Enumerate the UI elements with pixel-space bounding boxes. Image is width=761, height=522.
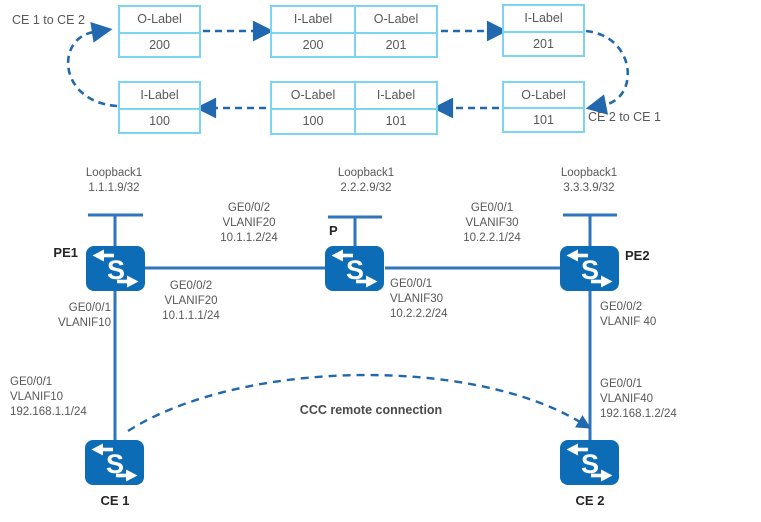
label-cell: O-Label (521, 87, 566, 102)
solid-links (88, 213, 617, 441)
label-cell: I-Label (524, 11, 563, 25)
label-cell: I-Label (140, 88, 179, 102)
loopback-label-pe1: Loopback1 1.1.1.9/32 (85, 167, 143, 194)
label-cell: I-Label (293, 12, 333, 26)
loopback-label-p: Loopback1 2.2.2.9/32 (337, 167, 395, 194)
label-box-fwd-ilabel-olabel: I-Label O-Label 200 201 (270, 5, 438, 58)
caption-ce2-to-ce1: CE 2 to CE 1 (588, 110, 661, 124)
switch-icon-pe1: S (86, 246, 145, 291)
value-cell: 101 (354, 108, 436, 133)
interface-label-ce2-ge001: GE0/0/1 VLANIF40 192.168.1.2/24 (600, 378, 677, 420)
device-name-p: P (329, 223, 338, 238)
label-cell: I-Label (354, 83, 436, 108)
device-name-pe2: PE2 (625, 248, 650, 263)
switch-icon-pe2: S (560, 246, 619, 291)
label-box-rev-ilabel-100: I-Label 100 (118, 81, 201, 134)
label-box-fwd-olabel-200: O-Label 200 (118, 5, 201, 58)
switch-arrows-icon (92, 249, 139, 288)
value-cell: 201 (504, 30, 583, 56)
interface-label-pe1-ge002: GE0/0/2 VLANIF20 10.1.1.1/24 (162, 280, 220, 322)
label-cell: O-Label (354, 7, 436, 32)
switch-icon-ce2: S (560, 440, 619, 485)
caption-ce1-to-ce2: CE 1 to CE 2 (12, 13, 85, 27)
label-box-rev-olabel-ilabel: O-Label I-Label 100 101 (270, 81, 438, 135)
switch-arrows-icon (91, 443, 138, 482)
value-cell: 200 (120, 31, 199, 57)
label-box-rev-olabel-101: O-Label 101 (502, 81, 585, 133)
switch-icon-ce1: S (85, 440, 144, 485)
loopback-label-pe2: Loopback1 3.3.3.9/32 (560, 167, 618, 194)
value-cell: 101 (504, 107, 583, 131)
switch-icon-letter: S (581, 449, 599, 479)
interface-label-pe2-ge001: GE0/0/1 VLANIF30 10.2.2.1/24 (463, 202, 521, 244)
switch-icon-letter: S (106, 449, 124, 479)
switch-arrows-icon (566, 443, 613, 482)
switch-icon-p: S (325, 246, 384, 291)
label-cell: O-Label (290, 88, 336, 103)
label-cell: O-Label (137, 12, 182, 26)
label-flow-arrows (66, 20, 629, 119)
device-name-ce2: CE 2 (575, 493, 605, 508)
value-cell: 200 (272, 31, 354, 57)
switch-icon-letter: S (581, 255, 599, 285)
value-cell: 100 (272, 108, 354, 133)
interface-label-pe2-ge002: GE0/0/2 VLANIF 40 (600, 301, 657, 328)
ccc-remote-connection-label: CCC remote connection (299, 403, 443, 417)
switch-arrows-icon (566, 249, 613, 288)
arrow-loop-left (66, 22, 118, 108)
arrow-loop-right (585, 29, 629, 115)
interface-label-p-ge001: GE0/0/1 VLANIF30 10.2.2.2/24 (390, 278, 448, 320)
device-name-ce1: CE 1 (100, 493, 130, 508)
interface-label-p-ge002: GE0/0/2 VLANIF20 10.1.1.2/24 (220, 202, 278, 244)
value-cell: 100 (120, 107, 199, 133)
device-name-pe1: PE1 (53, 245, 78, 260)
interface-label-ce1-ge001: GE0/0/1 VLANIF10 192.168.1.1/24 (10, 376, 87, 418)
label-box-fwd-ilabel-201: I-Label 201 (502, 4, 585, 57)
ccc-remote-connection-curve (127, 373, 592, 433)
switch-icon-letter: S (346, 255, 364, 285)
interface-label-pe1-ge001: GE0/0/1 VLANIF10 (57, 302, 111, 329)
value-cell: 201 (354, 31, 436, 56)
switch-icon-letter: S (107, 255, 125, 285)
switch-arrows-icon (331, 249, 378, 288)
